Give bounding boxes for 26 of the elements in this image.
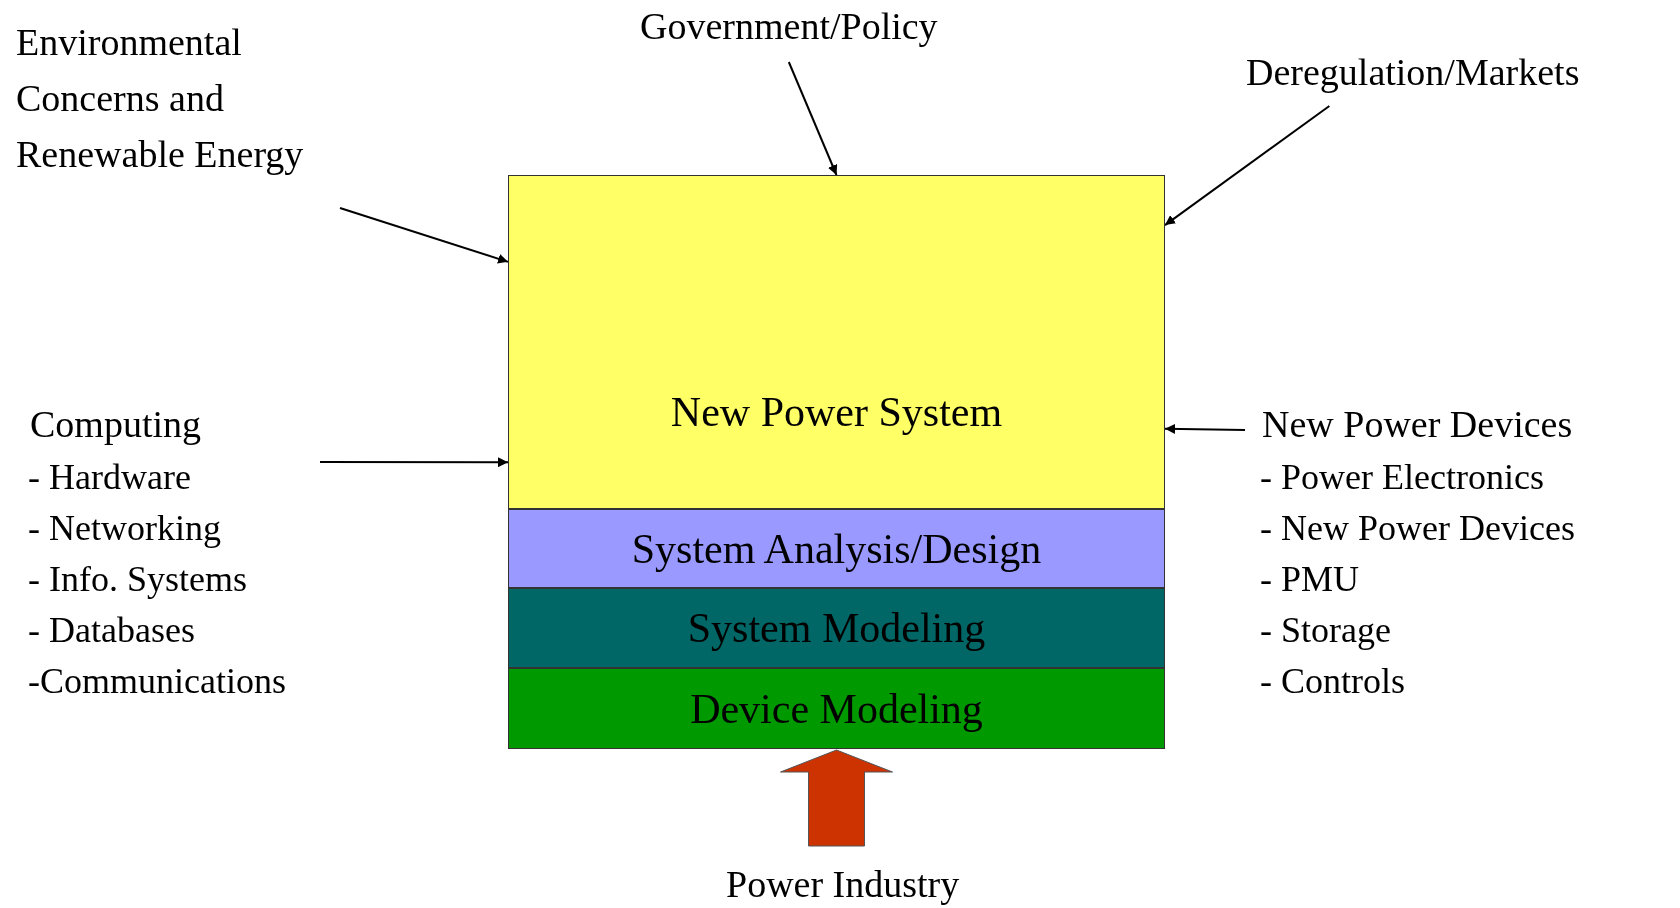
list-item: - Storage — [1260, 609, 1391, 652]
list-item: - New Power Devices — [1260, 507, 1575, 550]
list-item: - Power Electronics — [1260, 456, 1544, 499]
list-item: -Communications — [28, 660, 286, 703]
heading-text: Computing — [30, 402, 202, 447]
heading-text: New Power Devices — [1262, 402, 1573, 447]
layer-box: System Modeling — [508, 588, 1165, 668]
list-item: - Networking — [28, 507, 221, 550]
label-text: Environmental Concerns and Renewable Energy — [16, 14, 376, 182]
list-item: - Hardware — [28, 456, 191, 499]
list-item: - Controls — [1260, 660, 1405, 703]
list-item: - Databases — [28, 609, 195, 652]
list-item: - PMU — [1260, 558, 1360, 601]
layer-box: New Power System — [508, 175, 1165, 509]
label-text: Government/Policy — [640, 0, 938, 54]
arrow — [1164, 105, 1331, 227]
arrow — [1164, 424, 1246, 434]
arrow — [339, 207, 509, 264]
block-arrow — [780, 749, 893, 847]
label-text: Power Industry — [726, 856, 960, 908]
list-item: - Info. Systems — [28, 558, 247, 601]
label-text: Deregulation/Markets — [1246, 44, 1580, 100]
layer-box: Device Modeling — [508, 668, 1165, 749]
layer-box: System Analysis/Design — [508, 509, 1165, 588]
arrow — [319, 457, 509, 468]
arrow — [787, 61, 838, 176]
